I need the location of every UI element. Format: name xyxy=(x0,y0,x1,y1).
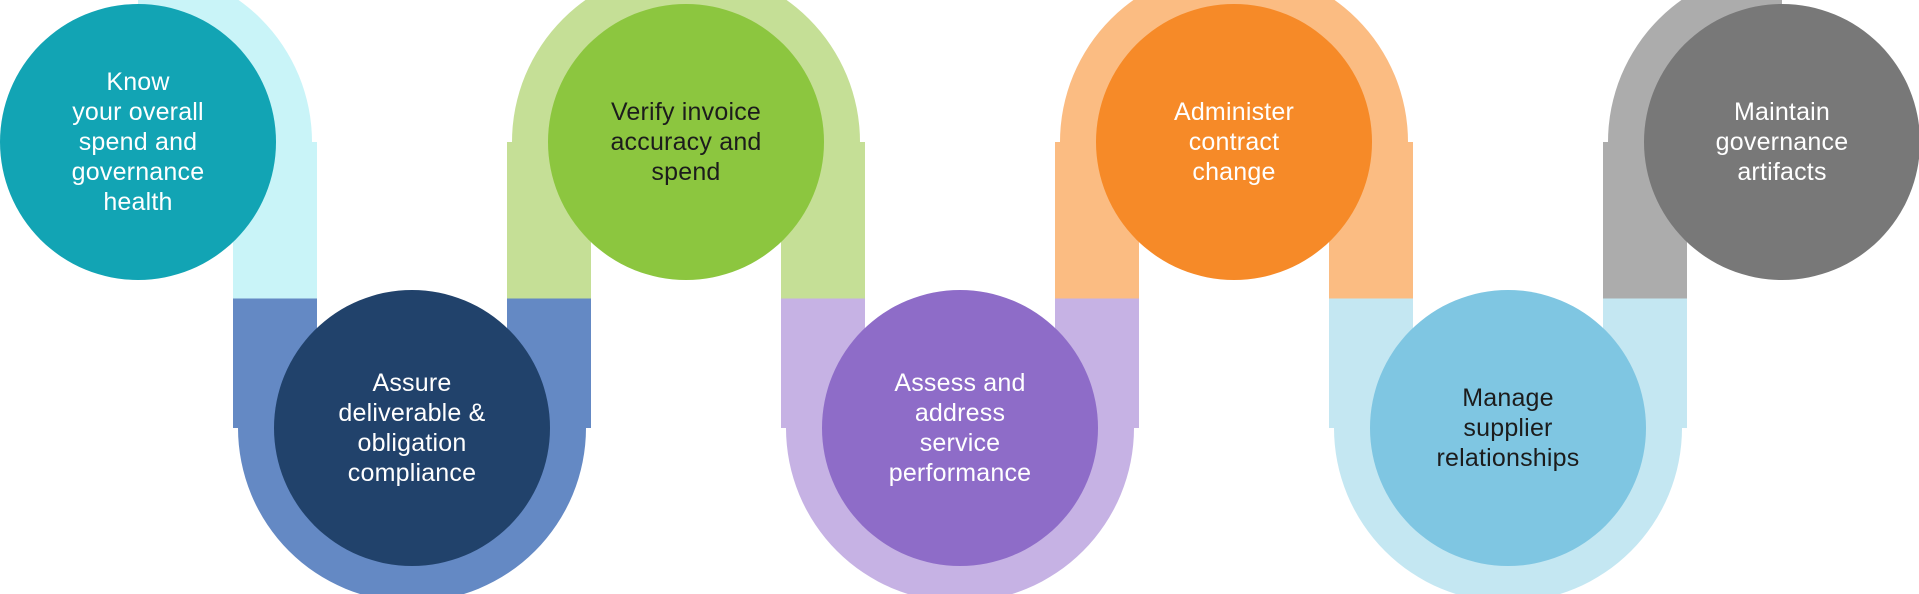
step-circle-3: Verify invoice accuracy and spend xyxy=(548,4,824,280)
step-circle-5: Administer contract change xyxy=(1096,4,1372,280)
step-label-5: Administer contract change xyxy=(1173,98,1295,186)
step-label-7: Maintain governance artifacts xyxy=(1715,98,1849,186)
step-label-1: Know your overall spend and governance h… xyxy=(71,68,205,216)
step-circle-6: Manage supplier relationships xyxy=(1370,290,1646,566)
step-circle-4: Assess and address service performance xyxy=(822,290,1098,566)
step-circle-2: Assure deliverable & obligation complian… xyxy=(274,290,550,566)
step-label-4: Assess and address service performance xyxy=(888,369,1032,487)
step-circle-1: Know your overall spend and governance h… xyxy=(0,4,276,280)
step-label-6: Manage supplier relationships xyxy=(1436,384,1580,472)
step-label-3: Verify invoice accuracy and spend xyxy=(610,98,762,186)
step-label-2: Assure deliverable & obligation complian… xyxy=(338,369,486,487)
step-circle-7: Maintain governance artifacts xyxy=(1644,4,1919,280)
